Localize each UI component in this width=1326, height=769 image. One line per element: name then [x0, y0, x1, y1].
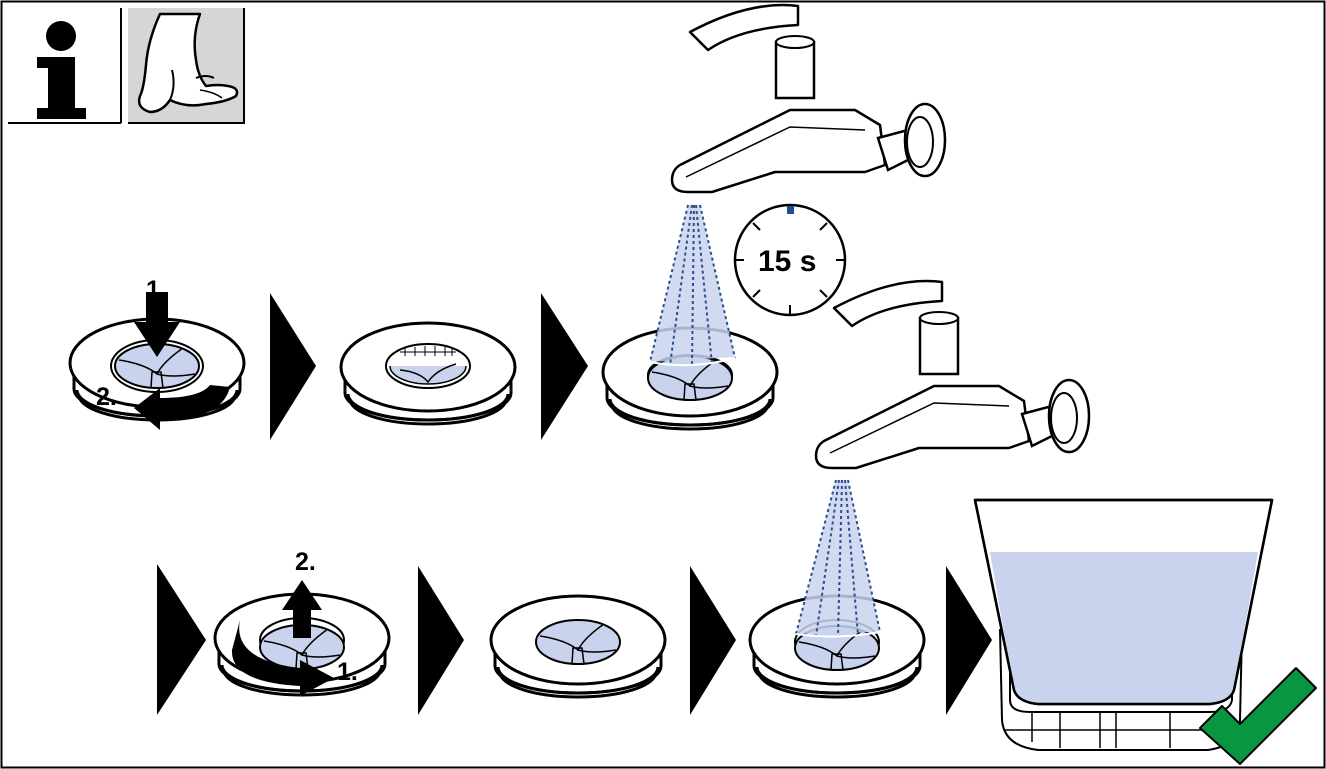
basin-empty-step [339, 321, 517, 426]
faucet-top [670, 3, 947, 194]
play-arrow-icon [418, 566, 464, 715]
play-arrow-icon [270, 293, 316, 440]
play-arrow-icon [690, 566, 736, 715]
water-spray [795, 479, 881, 638]
push-down-arrow [134, 292, 180, 357]
step-label-turn: 2. [96, 383, 117, 411]
lift-up-arrow [282, 580, 322, 638]
info-icon [8, 8, 122, 124]
play-arrow-icon [946, 566, 992, 715]
basin-remove-step [68, 292, 246, 430]
play-arrow-icon [541, 293, 588, 440]
water-spray [649, 204, 736, 367]
turn-right-arrow [231, 620, 334, 696]
step-label-turn-right: 1. [337, 658, 358, 686]
faucet-bottom [814, 279, 1091, 470]
checkmark-icon [1199, 667, 1317, 765]
turn-left-arrow [134, 385, 230, 430]
water-cup [973, 498, 1274, 751]
hand-touch-icon [128, 8, 245, 124]
step-label-push: 1. [146, 276, 167, 304]
timer-duration: 15 s [758, 245, 817, 278]
step-label-lift: 2. [295, 548, 316, 576]
basin-seated-step [489, 594, 667, 699]
play-arrow-icon [157, 564, 206, 715]
stopwatch-icon [733, 203, 847, 317]
basin-install-step [213, 580, 391, 697]
